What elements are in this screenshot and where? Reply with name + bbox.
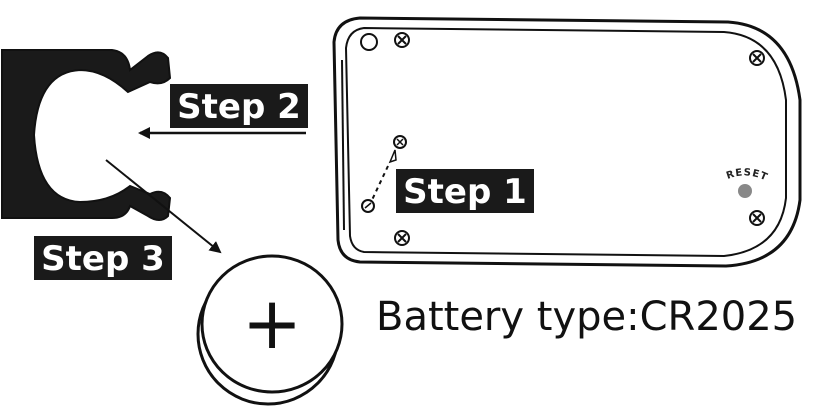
step1-label: Step 1 <box>396 169 534 213</box>
battery-holder-inner-ring <box>40 76 123 196</box>
battery-holder-body <box>1 49 172 221</box>
step3-arrow <box>105 159 222 254</box>
lanyard-hole <box>360 33 378 51</box>
screw-removal-dashed-line <box>371 165 389 201</box>
coin-battery-face <box>200 254 344 394</box>
screw-icon <box>749 210 765 226</box>
device-inner-panel <box>344 26 787 258</box>
screw-icon <box>394 230 410 246</box>
svg-text:Step 3: Step 3 <box>41 239 165 279</box>
reset-button <box>738 184 752 198</box>
battery-cover-screw-icon <box>361 135 407 213</box>
coin-battery: + <box>196 254 344 406</box>
device-side-edge <box>341 59 345 231</box>
screw-icon <box>394 32 410 48</box>
battery-holder-clip <box>1 49 172 221</box>
step2-label: Step 2 <box>170 84 308 128</box>
screw-icon <box>749 50 765 66</box>
step3-label: Step 3 <box>34 236 172 280</box>
battery-plus-symbol: + <box>242 281 302 365</box>
device-back: RESET <box>332 16 802 268</box>
battery-type-caption: Battery type:CR2025 <box>376 294 797 340</box>
svg-text:Step 1: Step 1 <box>403 172 527 212</box>
svg-text:Step 2: Step 2 <box>177 87 301 127</box>
